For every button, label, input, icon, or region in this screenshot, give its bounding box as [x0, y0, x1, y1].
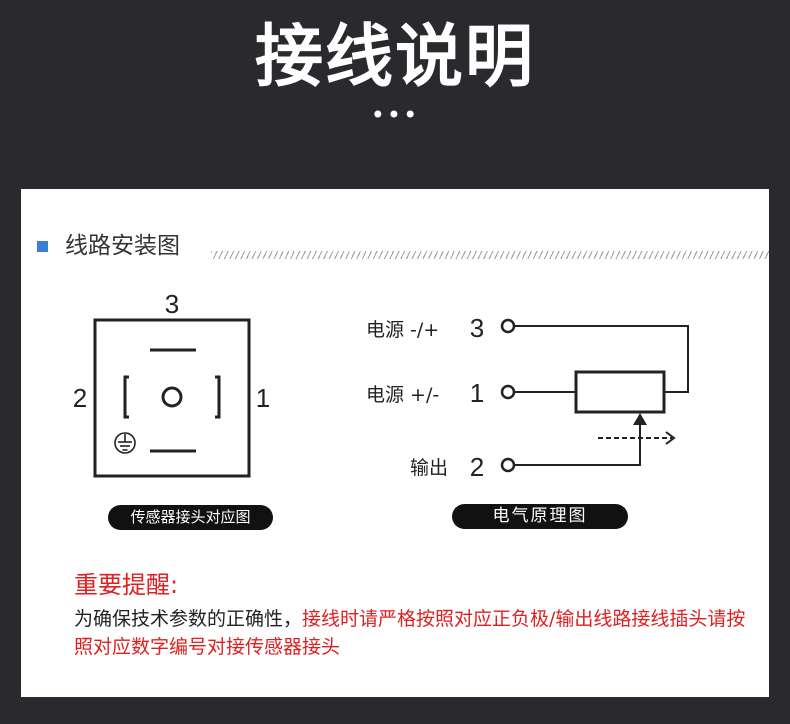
pin-label-right: 1 [256, 383, 270, 413]
schematic-pin-1: 1 [470, 378, 484, 408]
terminal-2 [500, 457, 516, 473]
schematic-label-power-3: 电源 -/+ [366, 319, 439, 341]
header-title: 接线说明 [254, 18, 535, 97]
schematic-label-power-1: 电源 +/- [366, 384, 439, 406]
schematic-caption: 电气原理图 [452, 504, 628, 529]
schematic-pin-2: 2 [470, 452, 484, 482]
notice-body: 为确保技术参数的正确性，接线时请严格按照对应正负极/输出线路接线插头请按照对应数… [74, 605, 754, 661]
pin-label-top: 3 [165, 289, 179, 319]
schematic-pin-3: 3 [470, 313, 484, 343]
ground-icon [114, 432, 136, 454]
wiring-card: 线路安装图 3 2 1 电源 -/+ 3 电源 +/- 1 输出 2 [21, 189, 769, 697]
terminal-3 [500, 318, 516, 334]
notice-body-warning: 接线时请严格按照对应正负极/输出线路接线插头请按照对应数字编号对接传感器接头 [74, 608, 746, 658]
wire-3 [514, 325, 689, 393]
pin-label-left: 2 [73, 383, 87, 413]
direction-arrowhead [665, 431, 676, 445]
section-bullet-icon [37, 241, 48, 252]
diagram-canvas: 3 2 1 电源 -/+ 3 电源 +/- 1 输出 2 [73, 289, 689, 482]
section-divider [211, 251, 769, 259]
pin-1-slot [215, 375, 221, 419]
resistor [574, 370, 666, 414]
wiper-arrowhead [633, 413, 647, 425]
connector-caption: 传感器接头对应图 [108, 505, 273, 530]
terminal-1 [500, 384, 516, 400]
pin-2-slot [123, 375, 129, 419]
notice-body-normal: 为确保技术参数的正确性， [74, 608, 303, 630]
header-dots: ••• [370, 101, 420, 129]
connector-body [93, 318, 251, 478]
section-header: 线路安装图 [37, 229, 769, 261]
schematic-label-output: 输出 [410, 457, 448, 479]
notice-title: 重要提醒: [74, 571, 179, 599]
wire-2 [514, 419, 641, 466]
center-hole [161, 386, 183, 408]
section-title: 线路安装图 [65, 233, 180, 259]
